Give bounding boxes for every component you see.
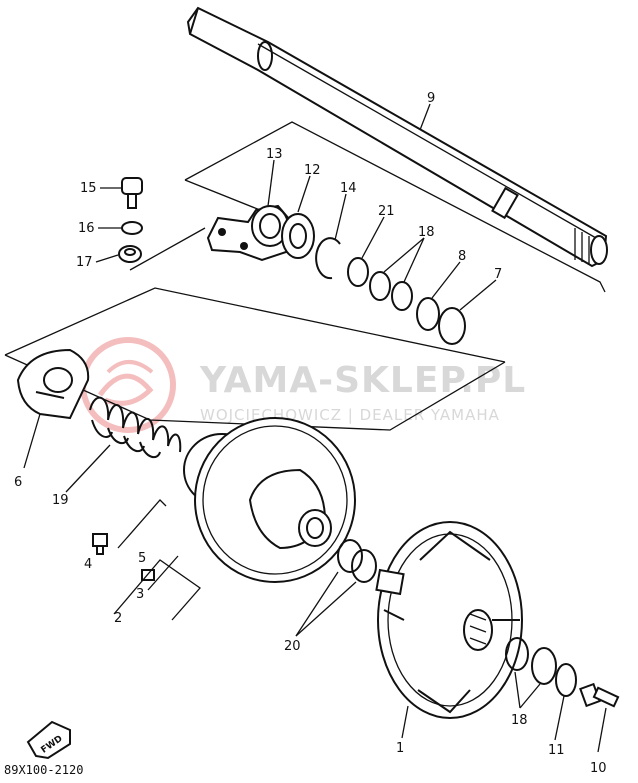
label-part-3: 3 <box>136 587 144 602</box>
spring <box>89 396 182 459</box>
label-part-15: 15 <box>80 181 97 196</box>
washer-18c <box>505 637 529 671</box>
ring-21 <box>347 257 369 287</box>
spring-seat <box>16 348 90 420</box>
part-labels: 9 13 12 14 15 16 17 21 18 8 7 6 19 4 5 3… <box>14 91 607 776</box>
ring-18a <box>369 271 391 301</box>
ring-7 <box>438 307 466 345</box>
label-part-21: 21 <box>378 204 395 219</box>
washer-20a <box>337 539 363 573</box>
sliding-sheave <box>375 521 523 719</box>
label-part-11: 11 <box>548 743 565 758</box>
label-part-9: 9 <box>427 91 435 106</box>
nut-17 <box>118 245 142 263</box>
label-part-6: 6 <box>14 475 22 490</box>
bolt-10 <box>579 682 620 708</box>
label-part-4: 4 <box>84 557 92 572</box>
fwd-arrow-icon: FWD <box>26 720 71 760</box>
label-part-7: 7 <box>494 267 502 282</box>
washer-20b <box>351 549 377 583</box>
label-part-17: 17 <box>76 255 93 270</box>
bearing <box>281 213 315 259</box>
label-part-1: 1 <box>396 741 404 756</box>
watermark: YAMA-SKLEP.PL WOJCIECHOWICZ | DEALER YAM… <box>80 337 526 433</box>
label-part-13: 13 <box>266 147 283 162</box>
bolt-4 <box>92 533 108 555</box>
label-part-10: 10 <box>590 761 607 776</box>
diagram-code: 89X100-2120 <box>4 763 83 777</box>
circlip-14 <box>315 237 341 280</box>
fixed-sheave <box>183 417 356 583</box>
watermark-subtitle: WOJCIECHOWICZ | DEALER YAMAHA <box>200 406 500 424</box>
bearing-holder <box>206 204 294 262</box>
label-part-16: 16 <box>78 221 95 236</box>
shaft <box>186 6 608 268</box>
ring-8 <box>416 297 440 331</box>
label-part-14: 14 <box>340 181 357 196</box>
leader-lines <box>23 103 607 753</box>
group-outline-upper <box>129 121 606 293</box>
label-part-18-lower: 18 <box>511 713 528 728</box>
bolt-15 <box>121 177 143 209</box>
label-part-20: 20 <box>284 639 301 654</box>
label-part-18-upper: 18 <box>418 225 435 240</box>
ring-18b <box>391 281 413 311</box>
watermark-title: YAMA-SKLEP.PL <box>199 360 526 401</box>
label-part-8: 8 <box>458 249 466 264</box>
label-part-2: 2 <box>114 611 122 626</box>
washer-18d <box>531 647 557 685</box>
washer-11 <box>555 663 577 697</box>
label-part-12: 12 <box>304 163 321 178</box>
washer-16 <box>121 221 143 235</box>
label-part-5: 5 <box>138 551 146 566</box>
label-part-19: 19 <box>52 493 69 508</box>
